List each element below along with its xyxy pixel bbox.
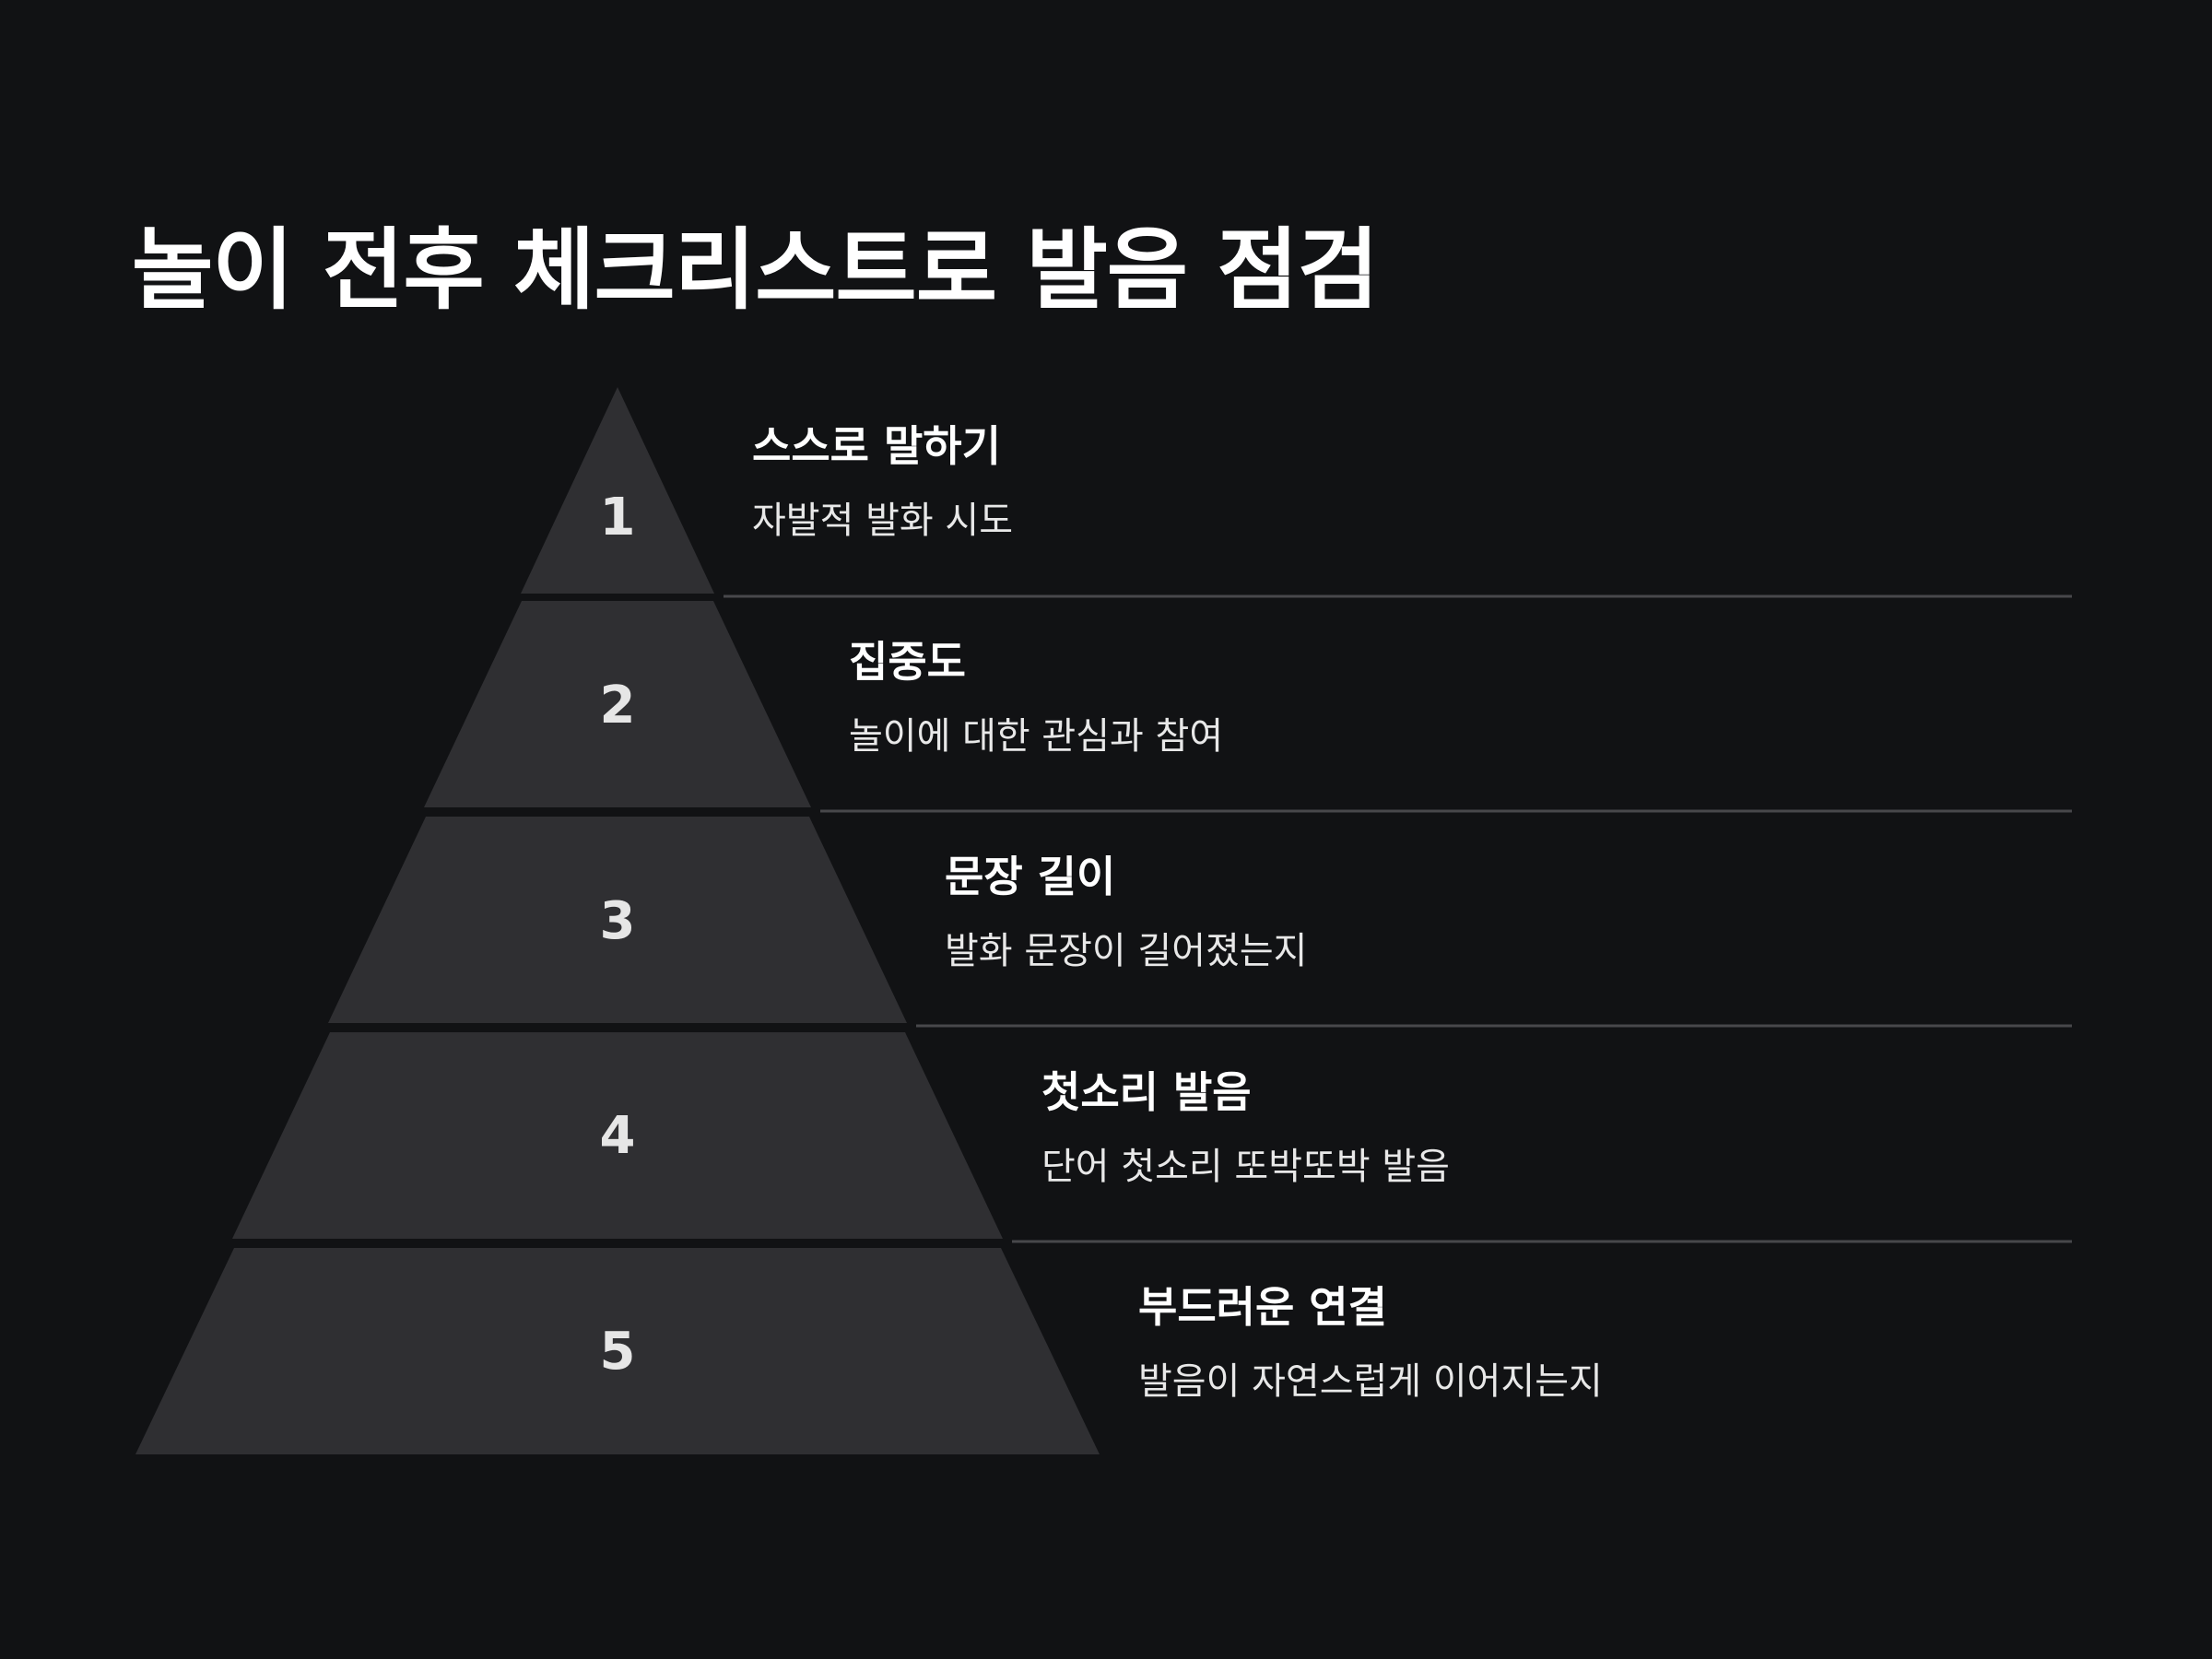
level-number-2: 2 xyxy=(600,676,636,735)
level-heading-5: 부드러운 연결 xyxy=(1138,1282,1387,1332)
pyramid-segment-2 xyxy=(424,601,811,807)
level-heading-4: 첫소리 발음 xyxy=(1041,1067,1252,1117)
level-description-4: 단어 첫소리 또박또박 발음 xyxy=(1041,1146,1450,1188)
pyramid-level-2: 2 xyxy=(424,601,2072,813)
level-number-5: 5 xyxy=(600,1322,636,1382)
level-description-3: 발화 문장이 길어졌는지 xyxy=(945,930,1308,972)
level-description-1: 자발적 발화 시도 xyxy=(752,500,1014,542)
pyramid-segment-1 xyxy=(521,387,714,594)
pyramid-level-4: 4 xyxy=(232,1032,2072,1243)
level-heading-1: 스스로 말하기 xyxy=(752,421,1001,471)
level-description-5: 발음이 자연스럽게 이어지는지 xyxy=(1138,1360,1603,1403)
level-item-5: 부드러운 연결 발음이 자연스럽게 이어지는지 xyxy=(1138,1281,1603,1405)
level-number-4: 4 xyxy=(600,1106,636,1166)
pyramid-segment-3 xyxy=(328,817,907,1023)
level-description-2: 놀이에 대한 관심과 참여 xyxy=(849,715,1224,758)
level-number-1: 1 xyxy=(600,488,636,547)
level-item-3: 문장 길이 발화 문장이 길어졌는지 xyxy=(945,851,1307,974)
level-heading-2: 집중도 xyxy=(849,637,966,687)
level-item-4: 첫소리 발음 단어 첫소리 또박또박 발음 xyxy=(1041,1066,1450,1190)
level-item-2: 집중도 놀이에 대한 관심과 참여 xyxy=(849,636,1223,759)
level-number-3: 3 xyxy=(600,891,636,951)
pyramid-level-5: 5 xyxy=(135,1248,1100,1454)
pyramid-segment-5 xyxy=(135,1248,1100,1454)
pyramid-level-1: 1 xyxy=(521,387,2072,598)
pyramid-level-3: 3 xyxy=(328,817,2072,1028)
level-heading-3: 문장 길이 xyxy=(945,852,1116,901)
page-title: 놀이 전후 체크리스트로 발음 점검 xyxy=(132,218,1379,322)
level-item-1: 스스로 말하기 자발적 발화 시도 xyxy=(752,420,1013,544)
pyramid-segment-4 xyxy=(232,1032,1003,1239)
